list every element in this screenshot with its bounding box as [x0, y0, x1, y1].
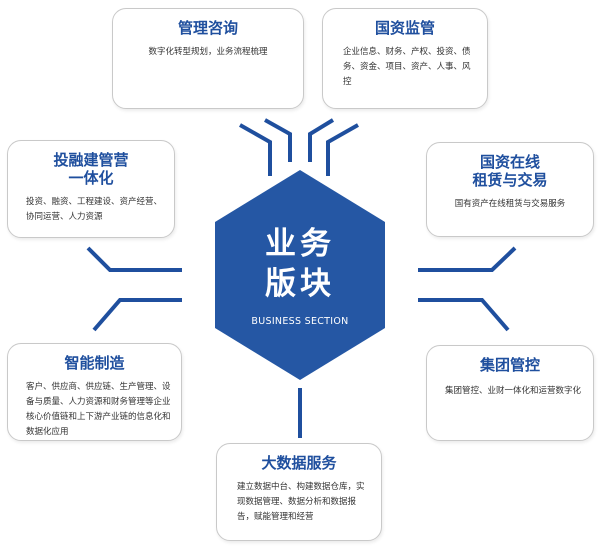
center-title-line1: 业务 [265, 226, 335, 262]
card-title: 国资在线 租赁与交易 [472, 153, 548, 189]
card-online-leasing-trading: 国资在线 租赁与交易 国有资产在线租赁与交易服务 [426, 142, 594, 237]
center-title-line2: 版块 [265, 266, 335, 302]
card-description: 企业信息、财务、产权、投资、债务、资金、项目、资产、人事、风控 [343, 47, 471, 87]
card-management-consulting: 管理咨询 数字化转型规划，业务流程梳理 [112, 8, 304, 109]
connector-left-upper [86, 246, 182, 272]
card-title: 管理咨询 [177, 19, 238, 37]
card-title: 集团管控 [479, 356, 540, 374]
card-description: 集团管控、业财一体化和运营数字化 [445, 386, 582, 396]
connector-left-lower [92, 298, 182, 332]
card-title: 大数据服务 [261, 454, 337, 472]
card-title: 国资监管 [374, 19, 435, 37]
card-big-data-services: 大数据服务 建立数据中台、构建数据仓库，实现数据管理、数据分析和数据报告，赋能管… [216, 443, 382, 541]
connector-top-left-inner [264, 118, 292, 162]
card-intelligent-manufacturing: 智能制造 客户、供应商、供应链、生产管理、设备与质量、人力资源和财务管理等企业核… [7, 343, 182, 441]
connector-top-left-outer [239, 123, 272, 176]
business-section-hexagon: 业务 版块 BUSINESS SECTION [215, 170, 385, 380]
connector-top-right-outer [326, 123, 359, 176]
connector-right-upper [418, 246, 517, 272]
hexagon-shape [215, 170, 385, 380]
card-description: 数字化转型规划，业务流程梳理 [148, 47, 268, 57]
connector-top-right-inner [308, 118, 335, 162]
center-subtitle: BUSINESS SECTION [251, 316, 349, 327]
card-investment-construction-integration: 投融建管营 一体化 投资、融资、工程建设、资产经营、协同运营、人力资源 [7, 140, 175, 238]
card-description: 国有资产在线租赁与交易服务 [454, 199, 566, 209]
card-title: 智能制造 [64, 354, 125, 372]
card-description: 投资、融资、工程建设、资产经营、协同运营、人力资源 [26, 197, 163, 222]
card-title: 投融建管营 一体化 [53, 151, 129, 187]
card-group-control: 集团管控 集团管控、业财一体化和运营数字化 [426, 345, 594, 441]
card-description: 建立数据中台、构建数据仓库，实现数据管理、数据分析和数据报告，赋能管理和经营 [237, 482, 365, 522]
card-description: 客户、供应商、供应链、生产管理、设备与质量、人力资源和财务管理等企业核心价值链和… [26, 382, 171, 437]
card-state-assets-supervision: 国资监管 企业信息、财务、产权、投资、债务、资金、项目、资产、人事、风控 [322, 8, 488, 109]
connector-right-lower [418, 298, 510, 332]
